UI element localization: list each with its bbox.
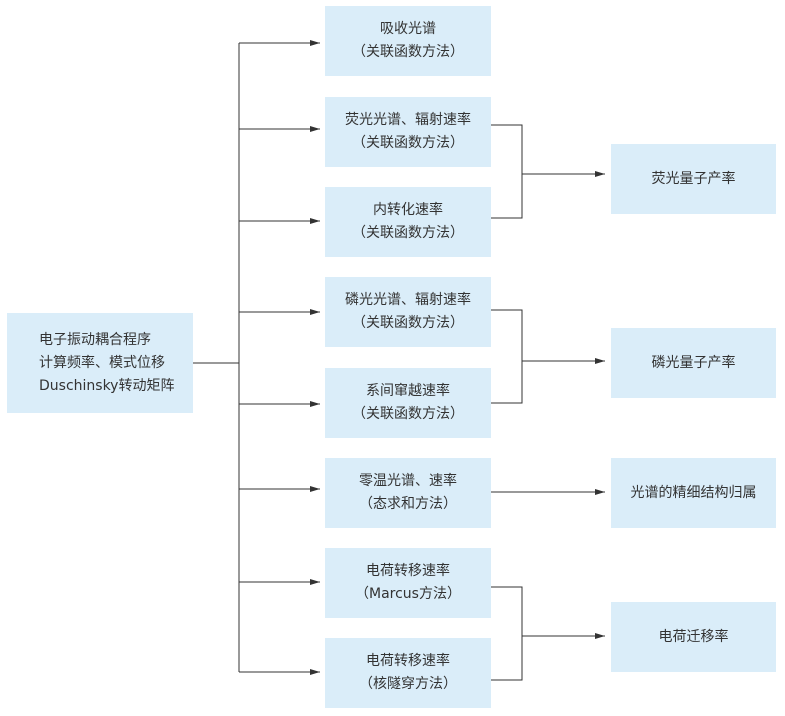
result-box-phosphorescence-yield: 磷光量子产率 [611, 328, 776, 398]
method-title: 内转化速率 [373, 202, 443, 218]
method-box-ct-tunneling: 电荷转移速率 （核隧穿方法） [325, 638, 491, 708]
method-box-absorption: 吸收光谱 （关联函数方法） [325, 6, 491, 76]
method-box-zero-temp: 零温光谱、速率 （态求和方法） [325, 458, 491, 528]
bracket-phosphorescence [491, 309, 523, 404]
source-program-box: 电子振动耦合程序 计算频率、模式位移 Duschinsky转动矩阵 [7, 313, 193, 413]
result-box-fine-structure: 光谱的精细结构归属 [611, 458, 776, 528]
source-line-2: 计算频率、模式位移 [39, 354, 165, 371]
method-box-ct-marcus: 电荷转移速率 （Marcus方法） [325, 548, 491, 618]
method-subtitle: （关联函数方法） [352, 406, 464, 422]
result-label: 磷光量子产率 [651, 354, 736, 371]
method-title: 电荷转移速率 [366, 563, 450, 579]
method-subtitle: （Marcus方法） [355, 586, 461, 602]
result-box-fluorescence-yield: 荧光量子产率 [611, 144, 776, 214]
method-subtitle: （关联函数方法） [352, 315, 464, 331]
method-subtitle: （关联函数方法） [352, 44, 464, 60]
method-subtitle: （态求和方法） [359, 496, 457, 512]
method-box-fluorescence: 荧光光谱、辐射速率 （关联函数方法） [325, 97, 491, 167]
result-box-charge-mobility: 电荷迁移率 [611, 602, 776, 672]
method-box-phosphorescence: 磷光光谱、辐射速率 （关联函数方法） [325, 277, 491, 347]
method-title: 零温光谱、速率 [359, 473, 457, 489]
method-subtitle: （关联函数方法） [352, 135, 464, 151]
bracket-fluorescence [491, 124, 523, 219]
method-title: 系间窜越速率 [366, 383, 450, 399]
method-subtitle: （核隧穿方法） [359, 676, 457, 692]
source-line-3: Duschinsky转动矩阵 [39, 377, 175, 394]
source-line-1: 电子振动耦合程序 [39, 331, 151, 348]
result-label: 电荷迁移率 [658, 628, 729, 645]
bracket-charge-transfer [491, 586, 523, 681]
method-title: 吸收光谱 [380, 21, 436, 37]
result-label: 荧光量子产率 [651, 170, 736, 187]
method-box-intersystem-crossing: 系间窜越速率 （关联函数方法） [325, 368, 491, 438]
method-box-internal-conversion: 内转化速率 （关联函数方法） [325, 187, 491, 257]
method-title: 电荷转移速率 [366, 653, 450, 669]
method-title: 荧光光谱、辐射速率 [345, 112, 471, 128]
method-title: 磷光光谱、辐射速率 [345, 292, 471, 308]
result-label: 光谱的精细结构归属 [630, 484, 757, 501]
method-subtitle: （关联函数方法） [352, 225, 464, 241]
